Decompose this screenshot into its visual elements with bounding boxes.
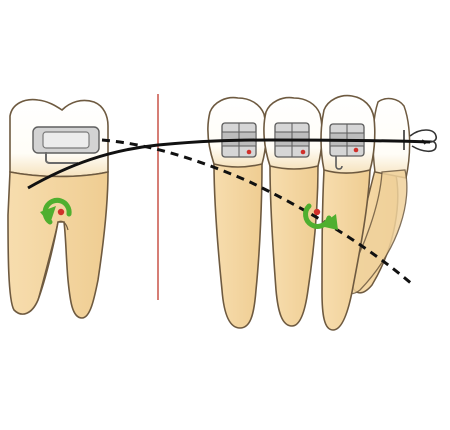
lateral-incisor-root <box>269 165 319 327</box>
central-incisor-root <box>321 169 371 331</box>
molar-center-of-resistance <box>57 208 65 216</box>
active-wire-solid <box>27 138 431 190</box>
molar-tube <box>32 126 100 164</box>
molar <box>7 98 109 319</box>
molar-furcation <box>37 220 69 301</box>
canine-root <box>213 163 263 329</box>
incisor-rotation-arrow <box>303 203 338 230</box>
incisor-center-of-resistance <box>313 208 321 216</box>
molar-roots <box>7 171 109 319</box>
molar-rotation-arrow <box>40 197 72 225</box>
rear-incisor <box>344 97 411 295</box>
